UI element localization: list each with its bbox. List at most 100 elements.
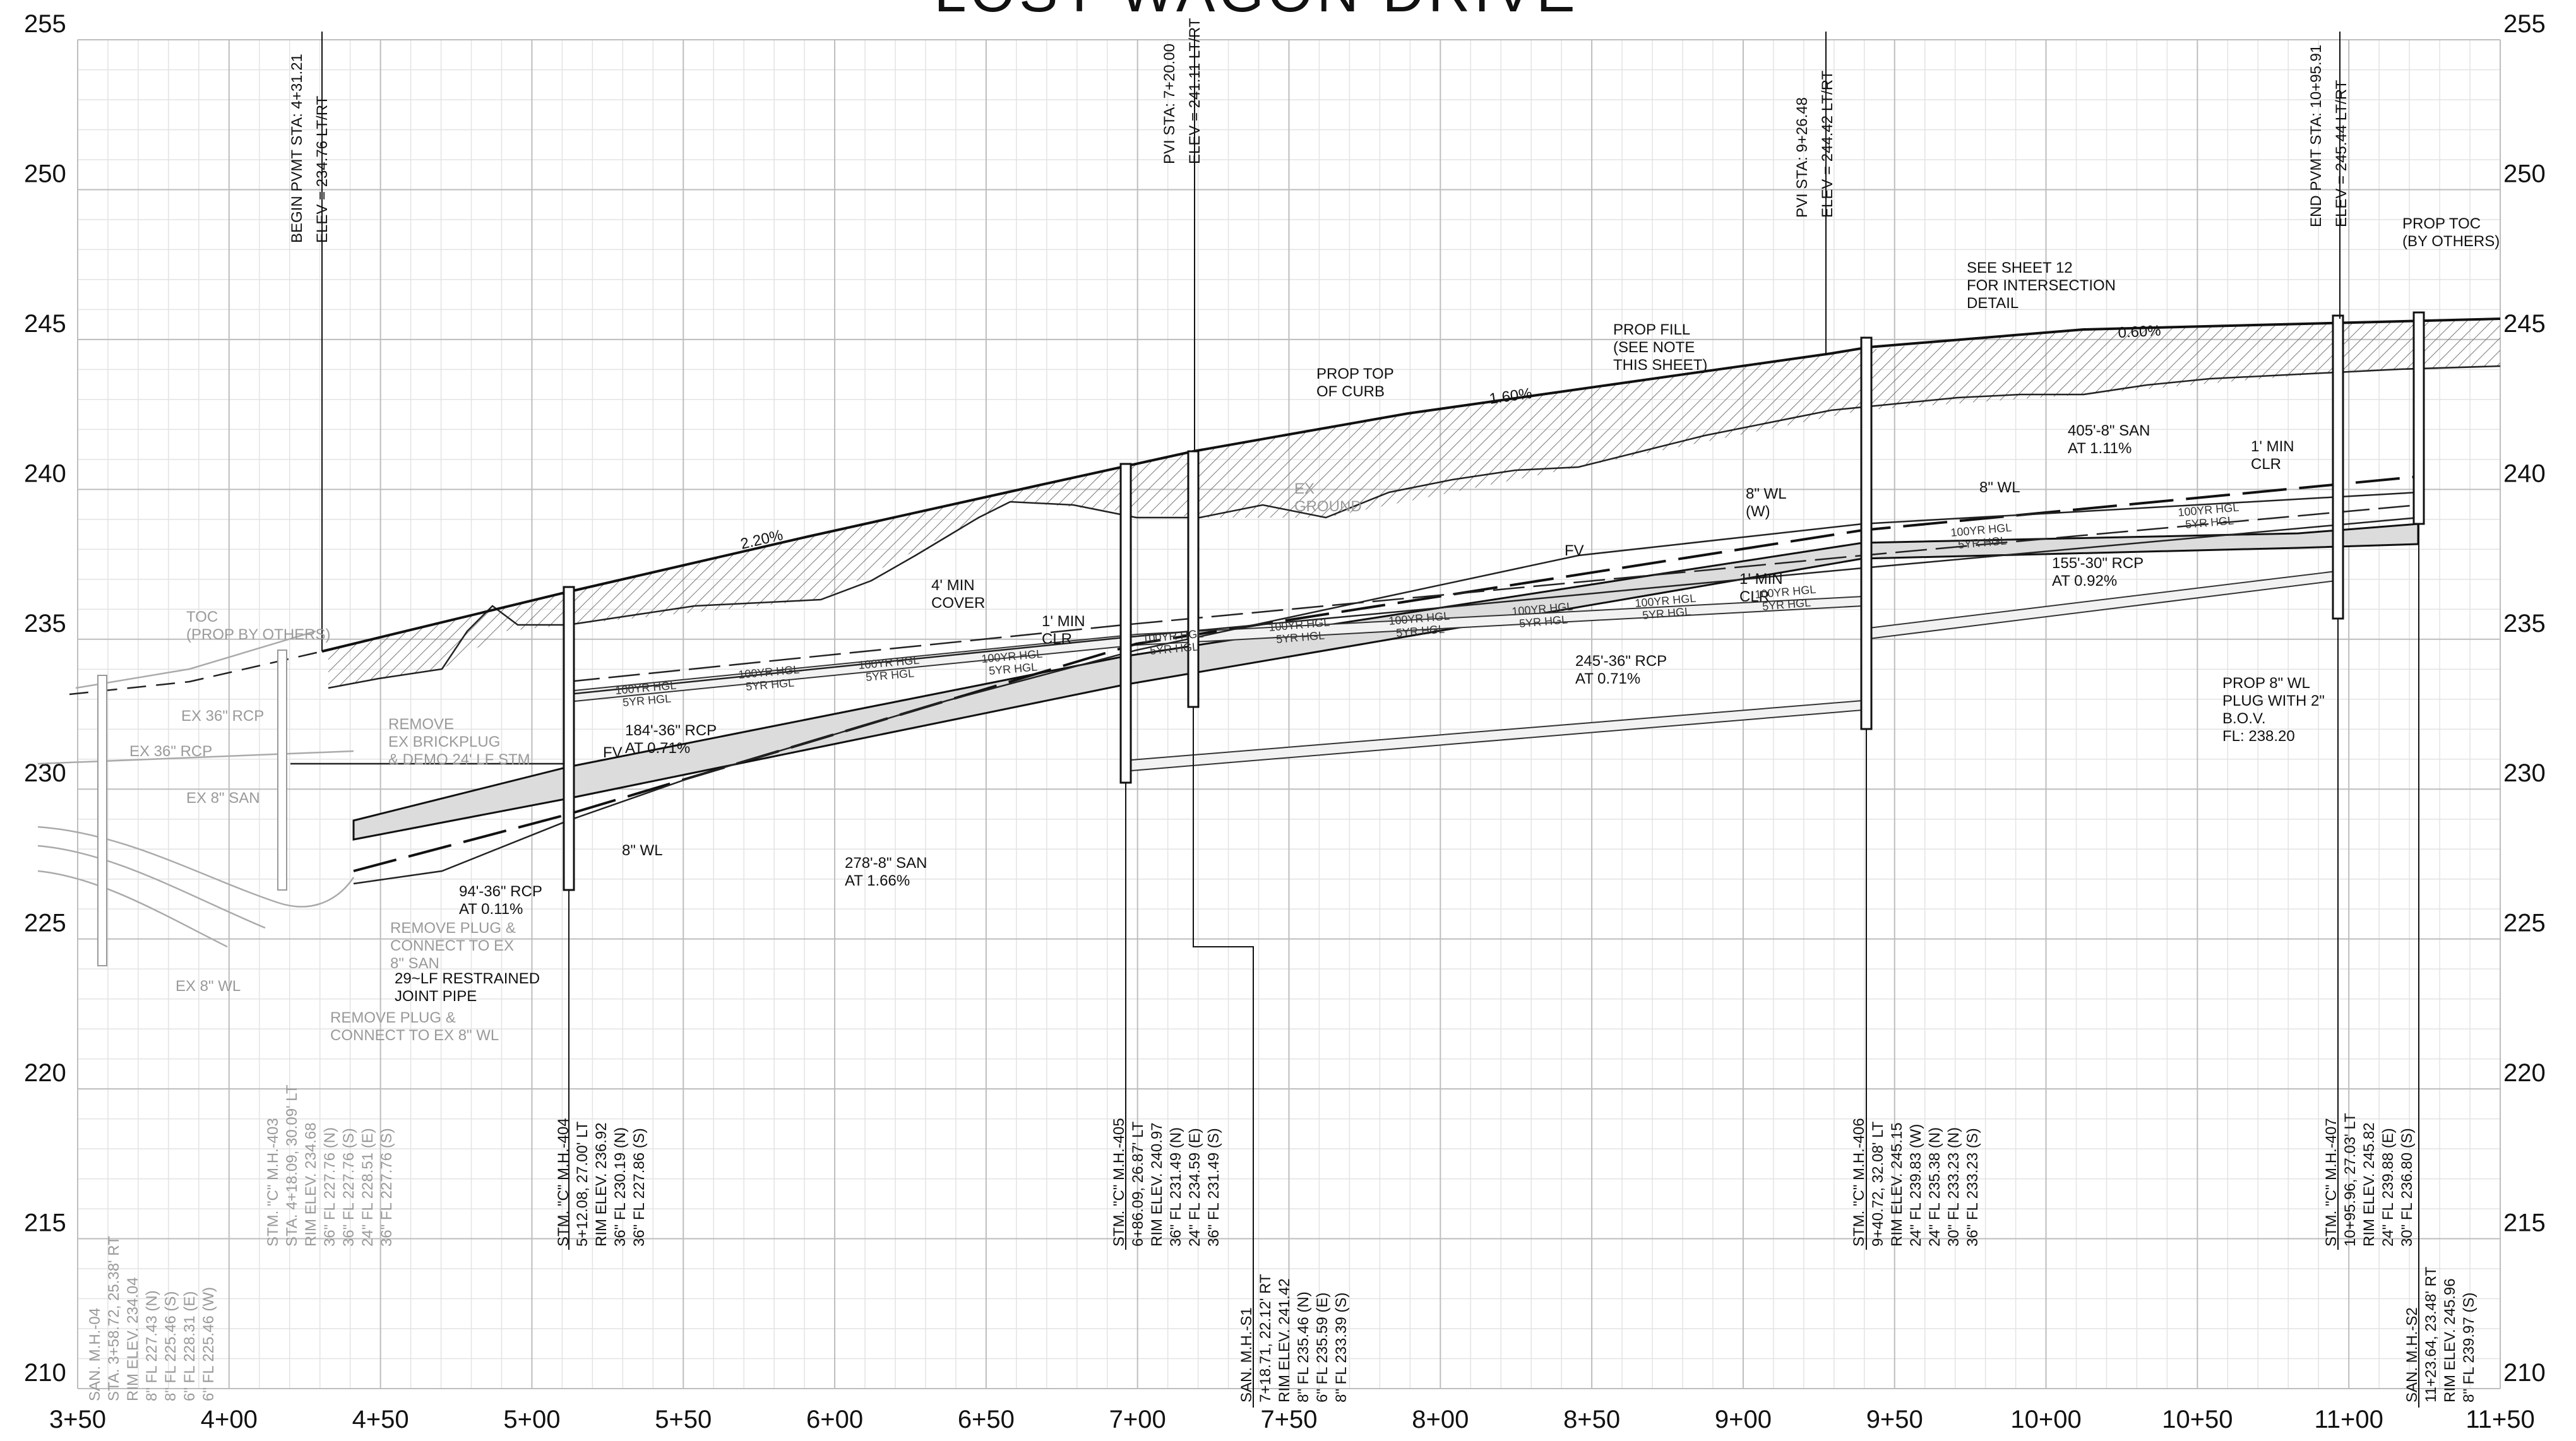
annotation-wl-1: 8" WL	[622, 842, 663, 859]
annotation-line: EX 36" RCP	[129, 743, 212, 760]
manhole-404	[563, 586, 575, 891]
annotation-line: 8" SAN	[390, 955, 439, 972]
annotation-line: FL: 238.20	[2222, 728, 2295, 745]
annotation-line: EX BRICKPLUG	[388, 733, 500, 750]
storm-pipe-band-lower	[1123, 699, 1863, 773]
elevation-tick-right: 240	[2503, 460, 2546, 487]
elevation-tick-left: 245	[24, 310, 66, 338]
annotation-ex-36-rcp-a: EX 36" RCP	[181, 708, 264, 725]
structure-label-line: 10+95.96, 27.03' LT	[2342, 1113, 2359, 1247]
elevation-tick-left: 255	[24, 10, 66, 38]
structure-label-line: RIM ELEV. 245.96	[2442, 1278, 2459, 1402]
structure-label-line: 24" FL 234.59 (E)	[1186, 1128, 1203, 1247]
structure-label-line: 8" FL 239.97 (S)	[2460, 1293, 2478, 1402]
annotation-grade-060: 0.60%	[2118, 322, 2161, 341]
structure-label-line: 36" FL 230.19 (N)	[612, 1127, 629, 1247]
annotation-line: THIS SHEET)	[1613, 357, 1707, 374]
structure-label-line: SAN. M.H.-04	[86, 1308, 104, 1401]
structure-label-line: STA. 4+18.09, 30.09' LT	[283, 1084, 301, 1247]
annotation-remove-plug-wl: REMOVE PLUG &CONNECT TO EX 8" WL	[330, 1009, 499, 1044]
annotation-toc-by-others: TOC(PROP BY OTHERS)	[186, 608, 331, 643]
structure-label-line: 36" FL 233.23 (S)	[1964, 1128, 1981, 1247]
elevation-tick-right: 210	[2503, 1359, 2546, 1387]
vertical-control-line: BEGIN PVMT STA: 4+31.21	[289, 54, 306, 243]
annotation-line: 155'-30" RCP	[2052, 555, 2144, 572]
annotation-line: OF CURB	[1316, 383, 1385, 400]
annotation-ex-8-wl: EX 8" WL	[176, 978, 241, 995]
existing-manhole-04	[97, 675, 107, 966]
manhole-405	[1119, 463, 1132, 784]
structure-label-line: 24" FL 239.83 (W)	[1907, 1124, 1924, 1247]
structure-label-line: 9+40.72, 32.08' LT	[1869, 1121, 1887, 1247]
manhole-407	[2332, 314, 2344, 620]
vertical-control-line: END PVMT STA: 10+95.91	[2308, 45, 2325, 227]
structure-label-line: STM. "C" M.H.-405	[1111, 1118, 1128, 1247]
annotation-line: FV	[603, 744, 623, 761]
annotation-line: 1' MIN	[1042, 613, 1085, 630]
annotation-line: PROP TOC	[2402, 215, 2481, 232]
annotation-fv-1: FV	[603, 744, 623, 761]
station-tick: 11+50	[2466, 1406, 2534, 1433]
structure-label-line: 36" FL 231.49 (S)	[1205, 1128, 1222, 1247]
elevation-tick-left: 210	[24, 1359, 66, 1387]
manhole-406	[1860, 336, 1873, 730]
annotation-line: PROP FILL	[1613, 321, 1690, 338]
annotation-line: PLUG WITH 2"	[2222, 692, 2325, 709]
structure-label-line: 36" FL 227.76 (S)	[378, 1128, 395, 1247]
manhole-s1	[1187, 450, 1200, 708]
annotation-line: CLR	[1042, 631, 1072, 648]
proposed-top-of-curb-profile	[321, 317, 2501, 653]
annotation-line: 29~LF RESTRAINED	[395, 970, 540, 987]
annotation-line: 278'-8" SAN	[845, 855, 927, 872]
elevation-tick-right: 230	[2503, 759, 2546, 787]
annotation-line: TOC	[186, 608, 218, 626]
station-tick: 6+50	[958, 1406, 1015, 1433]
annotation-line: REMOVE PLUG &	[330, 1009, 456, 1026]
elevation-tick-right: 220	[2503, 1059, 2546, 1087]
structure-label-line: RIM ELEV. 234.68	[302, 1122, 319, 1247]
structure-label-line: SAN. M.H.-S2	[2404, 1307, 2421, 1402]
structure-label-line: 24" FL 239.88 (E)	[2380, 1128, 2397, 1247]
annotation-line: COVER	[931, 595, 985, 612]
vertical-control-line: ELEV = 241.11 LT/RT	[1186, 18, 1203, 164]
structure-label-line: RIM ELEV. 240.97	[1148, 1122, 1166, 1247]
structure-label-line: RIM ELEV. 236.92	[593, 1122, 610, 1247]
annotation-line: 8" WL	[1746, 485, 1787, 502]
station-tick: 7+50	[1260, 1406, 1317, 1433]
annotation-line: EX	[1294, 480, 1315, 497]
elevation-tick-left: 250	[24, 160, 66, 187]
annotation-prop-toc: PROP TOC(BY OTHERS)	[2402, 215, 2500, 250]
annotation-line: AT 0.92%	[2052, 572, 2117, 590]
structure-label-line: 30" FL 233.23 (N)	[1945, 1127, 1962, 1247]
annotation-line: SEE SHEET 12	[1967, 259, 2073, 276]
station-tick: 3+50	[49, 1406, 106, 1433]
annotation-line: JOINT PIPE	[395, 988, 477, 1005]
sanitary-sewer-line	[353, 475, 2419, 872]
elevation-tick-right: 245	[2503, 310, 2546, 338]
annotation-line: EX 8" WL	[176, 978, 241, 995]
station-tick: 10+00	[2010, 1406, 2081, 1433]
structure-label-line: 8" FL 235.46 (N)	[1295, 1291, 1312, 1402]
annotation-line: B.O.V.	[2222, 710, 2265, 727]
annotation-line: AT 0.71%	[1575, 670, 1640, 687]
